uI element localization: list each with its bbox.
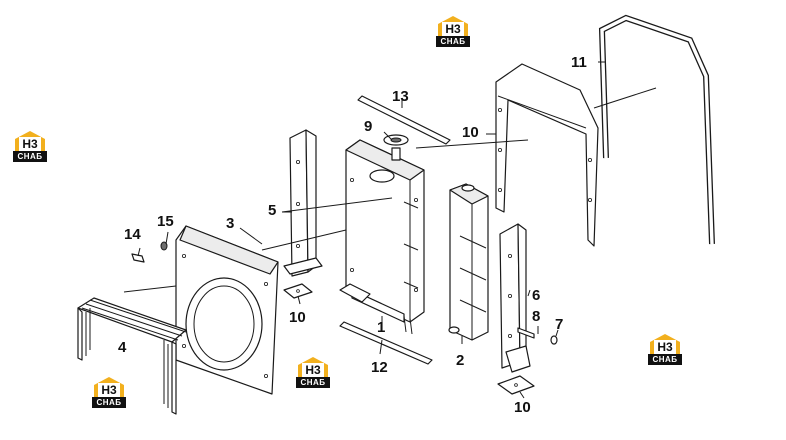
part-6-bracket xyxy=(499,223,531,373)
part-4-guard xyxy=(77,297,187,415)
part-9-filler-cap xyxy=(383,134,409,146)
part-14-top-bar xyxy=(357,95,451,145)
callout-8: 8 xyxy=(532,308,541,325)
part-11-shroud-panel xyxy=(495,63,599,247)
part-7-washer xyxy=(550,335,558,345)
callout-14: 13 xyxy=(392,88,409,105)
part-13-bottom-bar xyxy=(339,321,433,365)
part-16-washer xyxy=(160,241,168,251)
part-10-plate-upper xyxy=(283,283,313,299)
callout-15: 14 xyxy=(124,226,141,243)
part-2-cooler xyxy=(448,183,489,341)
part-8-bolt xyxy=(517,327,535,339)
callout-5: 5 xyxy=(268,202,277,219)
callout-2: 2 xyxy=(456,352,465,369)
callout-12: 11 xyxy=(571,54,587,71)
part-5-bracket xyxy=(283,129,323,277)
part-10-plate-lower xyxy=(497,375,535,395)
callout-3: 3 xyxy=(226,215,235,232)
callout-6: 6 xyxy=(532,287,541,304)
leader-lines xyxy=(123,61,657,399)
part-12-frame xyxy=(598,14,715,245)
part-1-radiator xyxy=(339,139,425,335)
callout-1: 1 xyxy=(377,319,386,336)
callout-13: 12 xyxy=(371,359,388,376)
callout-4: 4 xyxy=(118,339,127,356)
callout-16: 15 xyxy=(157,213,174,230)
callout-9: 9 xyxy=(364,118,373,135)
part-3-fan-shroud xyxy=(175,225,279,395)
callout-7: 7 xyxy=(555,316,564,333)
callout-10-lower: 10 xyxy=(514,399,531,416)
callout-11: 10 xyxy=(462,124,479,141)
callout-10-upper: 10 xyxy=(289,309,306,326)
